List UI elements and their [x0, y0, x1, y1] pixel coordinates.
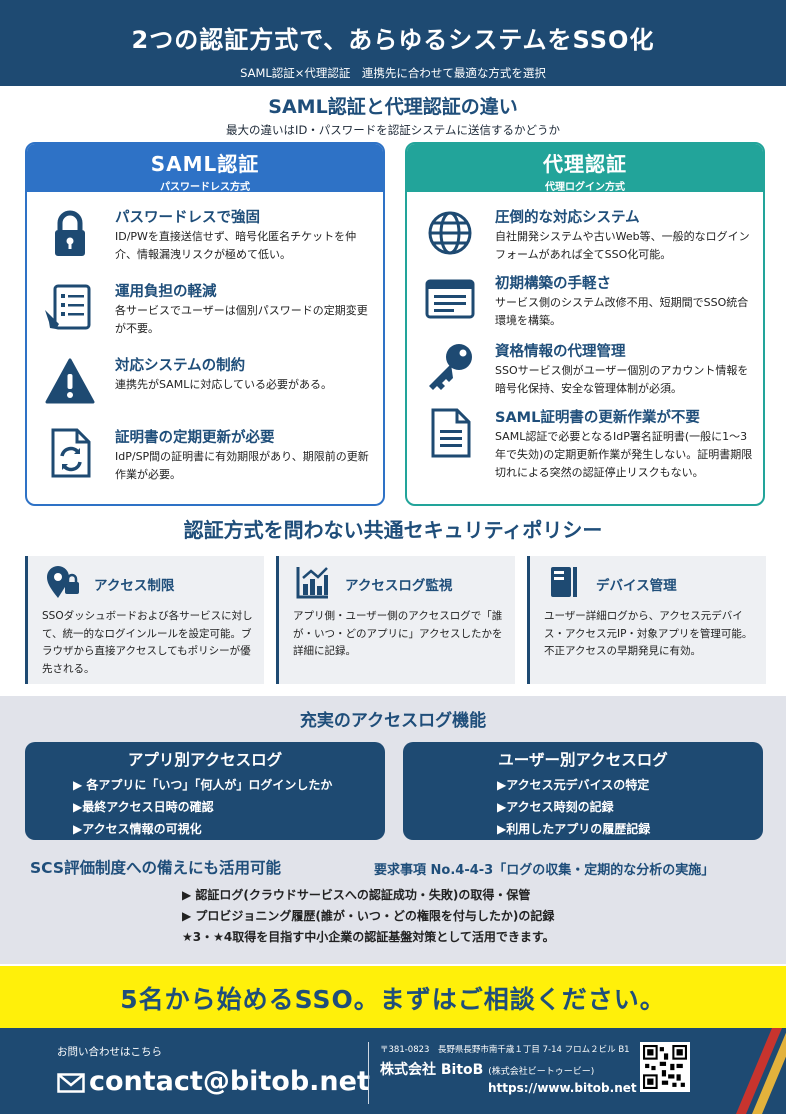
app-log-title: アプリ別アクセスログ	[127, 751, 283, 769]
item-title: 圧倒的な対応システム	[495, 210, 640, 226]
proxy-name: 代理認証	[543, 152, 627, 176]
list-item: ▶ 各アプリに「いつ」「何人が」ログインしたか	[73, 778, 333, 792]
lock-icon	[55, 210, 85, 256]
cta-banner: 5名から始めるSSO。まずはご相談ください。	[0, 966, 786, 1028]
saml-sub: パスワードレス方式	[160, 182, 250, 193]
email-text: contact@bitob.net	[89, 1066, 370, 1097]
policy-card: アクセス制限 SSOダッシュボードおよび各サービスに対して、統一的なログインルー…	[25, 556, 264, 684]
scs-requirement: 要求事項 No.4-4-3「ログの収集・定期的な分析の実施」	[374, 863, 715, 878]
key-icon	[429, 344, 472, 390]
item-title: SAML証明書の更新作業が不要	[495, 410, 700, 426]
header-banner: 2つの認証方式で、あらゆるシステムをSSO化 SAML認証×代理認証 連携先に合…	[0, 0, 786, 86]
card-title: アクセスログ監視	[345, 578, 453, 594]
item-title: 資格情報の代理管理	[495, 344, 626, 360]
policy-card: デバイス管理 ユーザー詳細ログから、アクセス元デバイス・アクセス元IP・対象アプ…	[527, 556, 766, 684]
saml-name: SAML認証	[150, 152, 260, 176]
list-item: ★3・★4取得を目指す中小企業の認証基盤対策として活用できます。	[182, 930, 555, 944]
item-desc: 連携先がSAMLに対応している必要がある。	[115, 378, 332, 391]
list-item: ▶アクセス元デバイスの特定	[497, 778, 650, 792]
mail-icon	[57, 1072, 85, 1093]
item-desc: 各サービスでユーザーは個別パスワードの定期変更が不要。	[115, 304, 368, 335]
location-lock-icon	[47, 566, 79, 598]
bar-chart-icon	[296, 567, 328, 599]
item-title: 運用負担の軽減	[115, 284, 217, 300]
list-item: ▶ 認証ログ(クラウドサービスへの認証成功・失敗)の取得・保管	[182, 888, 531, 902]
card-title: デバイス管理	[596, 578, 677, 594]
item-desc: サービス側のシステム改修不用、短期間でSSO統合環境を構築。	[495, 296, 749, 327]
proxy-column: 代理認証 代理ログイン方式 圧倒的な対応システム 自社開発システムや古いWeb等…	[405, 142, 765, 506]
difference-subtitle: 最大の違いはID・パスワードを認証システムに送信するかどうか	[226, 123, 560, 137]
user-log-box: ユーザー別アクセスログ ▶アクセス元デバイスの特定 ▶アクセス時刻の記録 ▶利用…	[403, 742, 763, 840]
qr-code[interactable]	[640, 1042, 690, 1092]
page-subtitle: SAML認証×代理認証 連携先に合わせて最適な方式を選択	[240, 66, 546, 80]
page-title: 2つの認証方式で、あらゆるシステムをSSO化	[131, 26, 655, 54]
difference-title: SAML認証と代理認証の違い	[268, 96, 518, 118]
saml-column: SAML認証 パスワードレス方式 パスワードレスで強固 ID/PWを直接送信せず…	[25, 142, 385, 506]
policy-card: アクセスログ監視 アプリ側・ユーザー側のアクセスログで「誰が・いつ・どのアプリに…	[276, 556, 515, 684]
item-desc: ID/PWを直接送信せず、暗号化匿名チケットを仲介、情報漏洩リスクが極めて低い。	[115, 230, 357, 261]
website-link[interactable]: https://www.bitob.net	[488, 1081, 637, 1095]
log-title: 充実のアクセスログ機能	[299, 711, 487, 731]
scs-list: ▶ 認証ログ(クラウドサービスへの認証成功・失敗)の取得・保管 ▶ プロビジョニ…	[182, 885, 555, 948]
user-log-title: ユーザー別アクセスログ	[498, 751, 668, 769]
warning-icon	[45, 358, 95, 404]
card-desc: SSOダッシュボードおよび各サービスに対して、統一的なログインルールを設定可能。…	[42, 610, 253, 675]
company-name: 株式会社 BitoB (株式会社ビートゥービー)	[380, 1062, 595, 1078]
item-desc: IdP/SP間の証明書に有効期限があり、期限前の更新作業が必要。	[115, 450, 369, 481]
list-item: ▶アクセス時刻の記録	[497, 800, 614, 814]
list-item: ▶最終アクセス日時の確認	[73, 800, 214, 814]
item-title: 初期構築の手軽さ	[495, 276, 611, 292]
decorative-stripes	[736, 1028, 786, 1114]
device-icon	[551, 567, 577, 597]
globe-icon	[428, 211, 472, 255]
address: 〒381-0823 長野県長野市南千歳１丁目 7-14 フロム２ビル B1	[380, 1045, 630, 1055]
email-link[interactable]: contact@bitob.net	[57, 1066, 370, 1097]
item-title: 証明書の定期更新が必要	[115, 430, 275, 446]
app-log-box: アプリ別アクセスログ ▶ 各アプリに「いつ」「何人が」ログインしたか ▶最終アク…	[25, 742, 385, 840]
browser-window-icon	[425, 279, 475, 319]
divider	[368, 1042, 369, 1104]
card-desc: ユーザー詳細ログから、アクセス元デバイス・アクセス元IP・対象アプリを管理可能。…	[544, 610, 753, 657]
list-item: ▶利用したアプリの履歴記録	[497, 822, 651, 836]
list-item: ▶ プロビジョニング履歴(誰が・いつ・どの権限を付与したか)の記録	[182, 909, 555, 923]
item-title: パスワードレスで強固	[115, 210, 260, 226]
item-desc: 自社開発システムや古いWeb等、一般的なログインフォームがあれば全てSSO化可能…	[495, 230, 750, 261]
card-title: アクセス制限	[94, 578, 175, 594]
scs-title: SCS評価制度への備えにも活用可能	[30, 859, 281, 877]
list-item: ▶アクセス情報の可視化	[73, 822, 202, 836]
item-desc: SSOサービス側がユーザー個別のアカウント情報を暗号化保持、安全な管理体制が必須…	[495, 364, 749, 395]
policy-title: 認証方式を問わない共通セキュリティポリシー	[183, 518, 603, 542]
log-section: 充実のアクセスログ機能 アプリ別アクセスログ ▶ 各アプリに「いつ」「何人が」ロ…	[0, 696, 786, 964]
proxy-header: 代理認証 代理ログイン方式	[407, 144, 763, 193]
item-title: 対応システムの制約	[115, 358, 246, 374]
qr-code-icon	[643, 1045, 687, 1089]
card-desc: アプリ側・ユーザー側のアクセスログで「誰が・いつ・どのアプリに」アクセスしたかを…	[293, 610, 503, 657]
inquiry-label: お問い合わせはこちら	[57, 1046, 162, 1058]
document-refresh-icon	[51, 428, 91, 478]
difference-heading: SAML認証と代理認証の違い 最大の違いはID・パスワードを認証システムに送信す…	[0, 92, 786, 138]
footer: お問い合わせはこちら contact@bitob.net 〒381-0823 長…	[0, 1028, 786, 1114]
checklist-pen-icon	[45, 284, 91, 330]
item-desc: SAML認証で必要となるIdP署名証明書(一般に1～3年で失効)の定期更新作業が…	[495, 430, 753, 479]
saml-header: SAML認証 パスワードレス方式	[27, 144, 383, 193]
document-icon	[431, 408, 471, 458]
proxy-sub: 代理ログイン方式	[545, 182, 625, 193]
